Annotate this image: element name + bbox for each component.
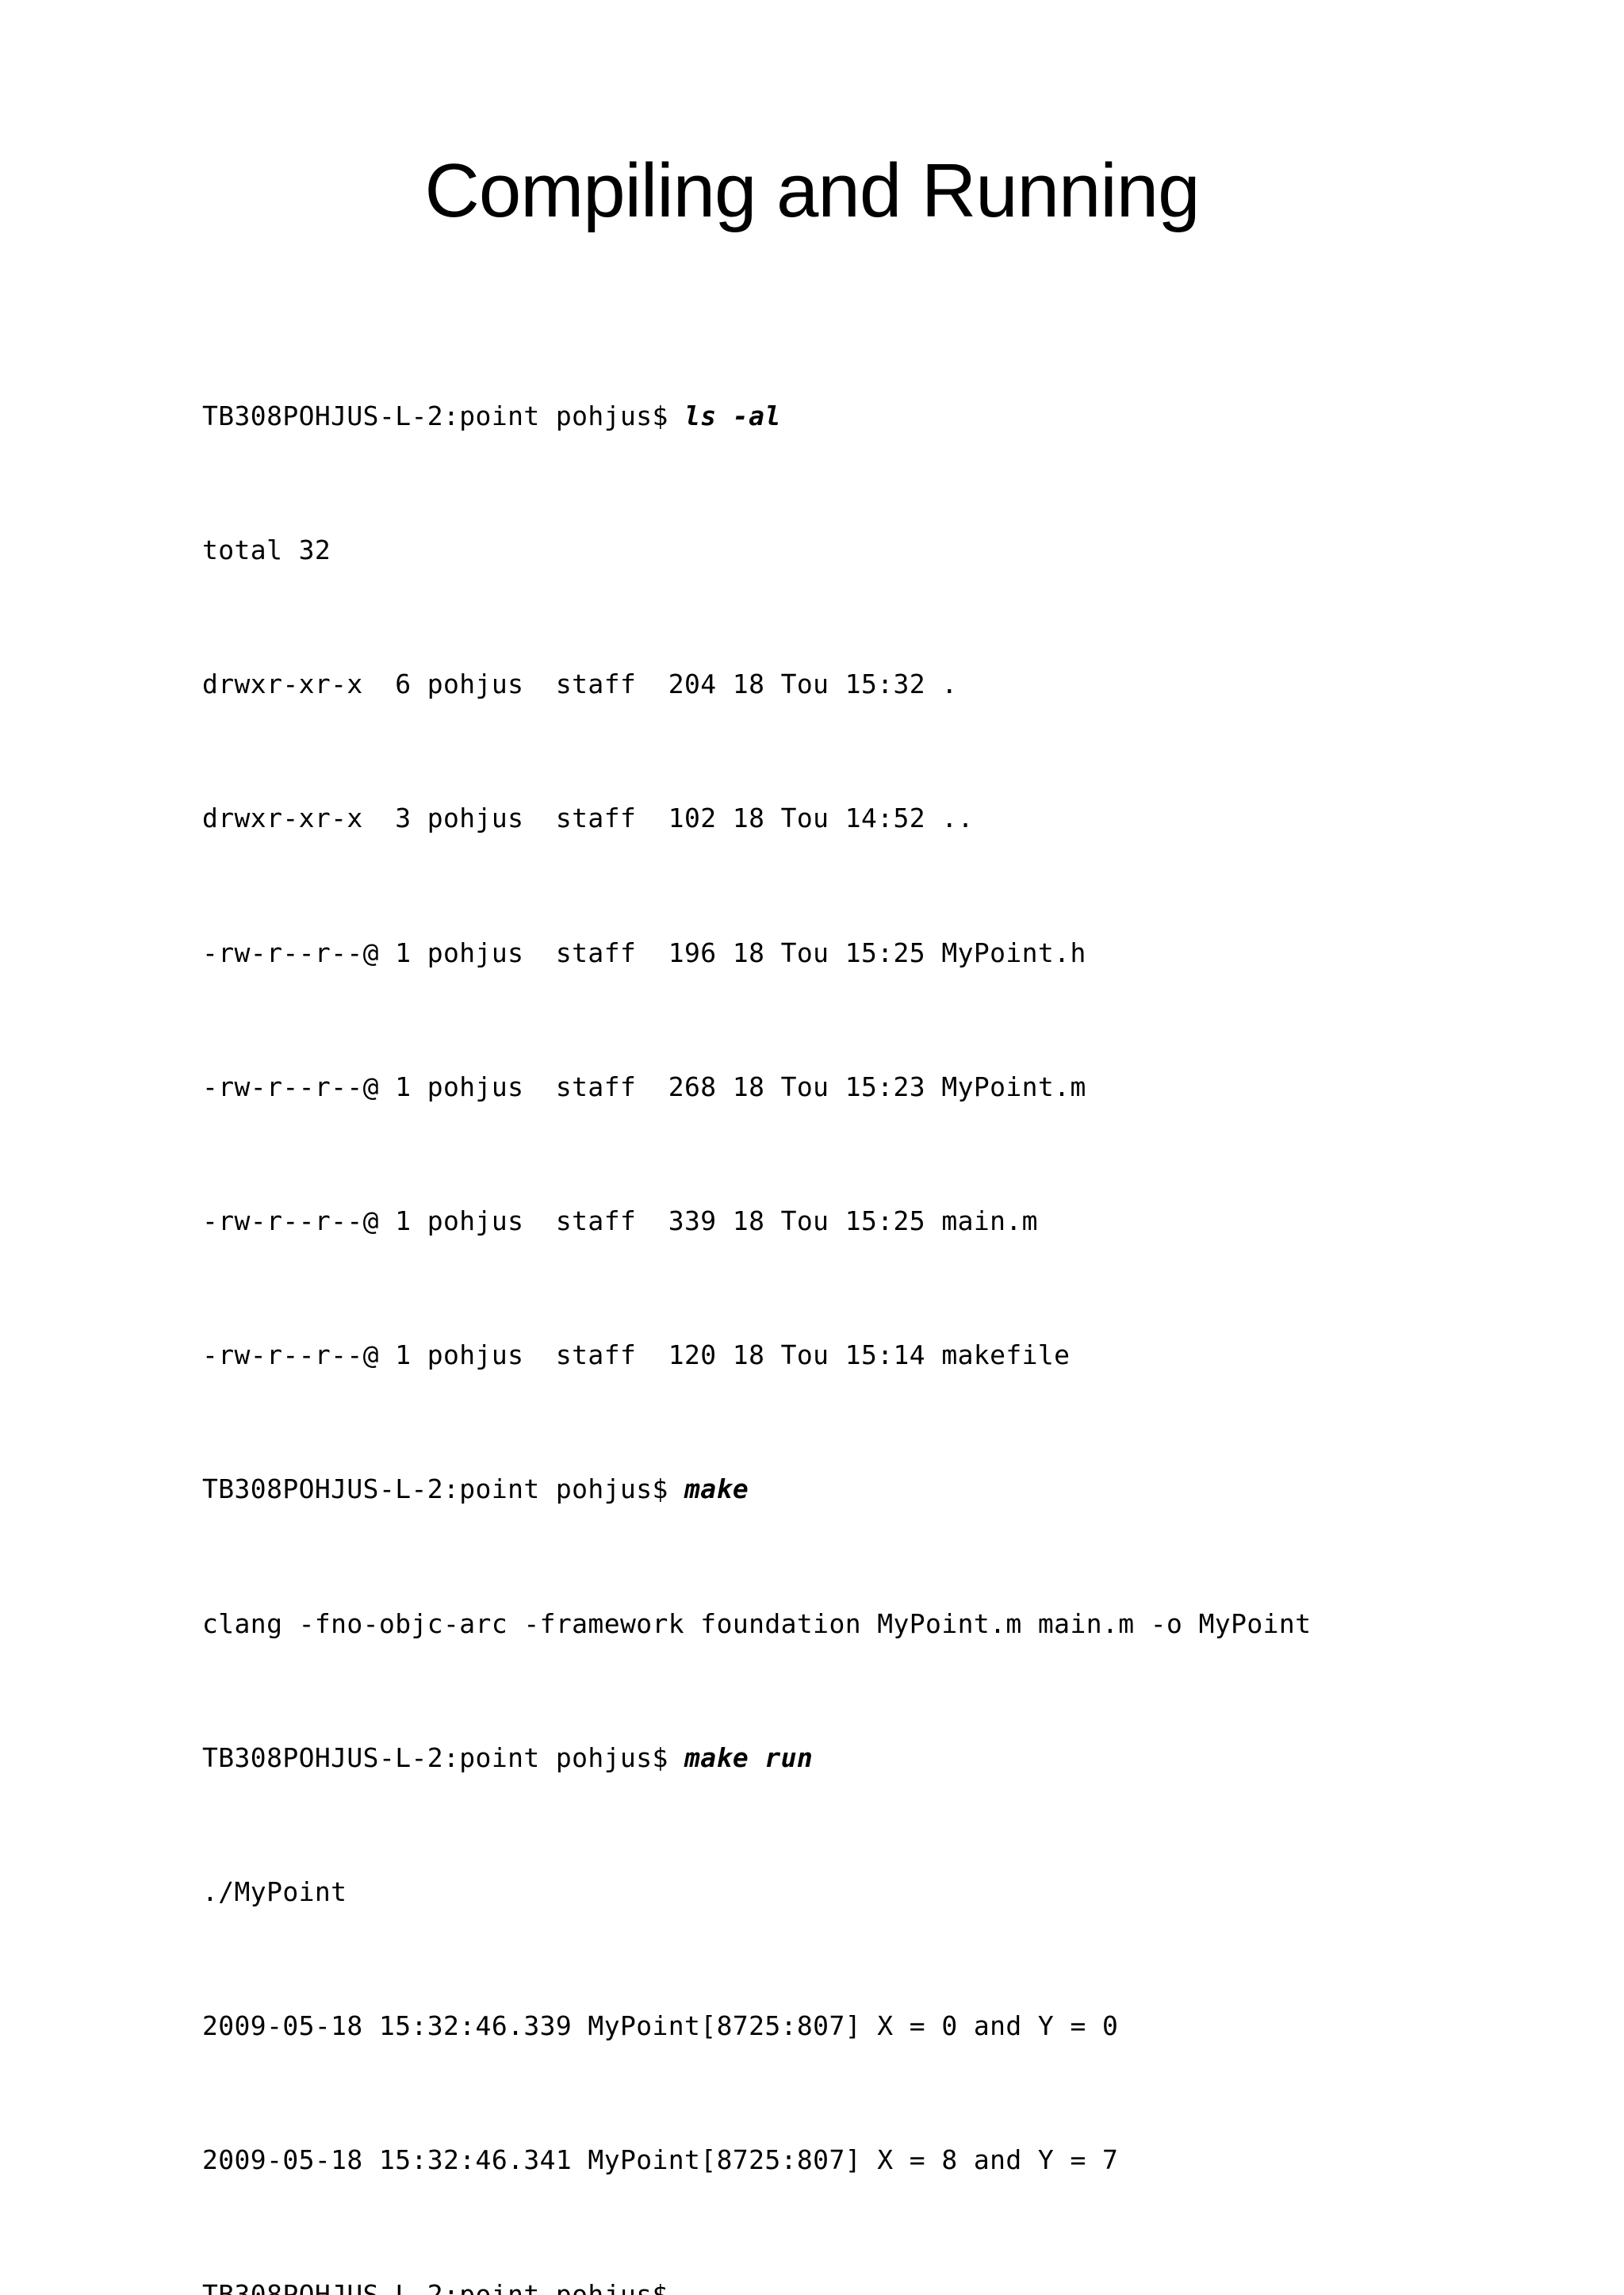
shell-prompt: TB308POHJUS-L-2:point pohjus$ <box>202 400 685 431</box>
terminal-line: TB308POHJUS-L-2:point pohjus$ ls -al <box>202 394 1550 439</box>
terminal-output: TB308POHJUS-L-2:point pohjus$ ls -al tot… <box>202 305 1550 2295</box>
output-text: total 32 <box>202 534 331 566</box>
terminal-line: TB308POHJUS-L-2:point pohjus$ <box>202 2273 1550 2295</box>
terminal-line: -rw-r--r--@ 1 pohjus staff 196 18 Tou 15… <box>202 931 1550 975</box>
shell-command: make <box>684 1473 749 1505</box>
terminal-line: -rw-r--r--@ 1 pohjus staff 339 18 Tou 15… <box>202 1199 1550 1243</box>
terminal-line: clang -fno-objc-arc -framework foundatio… <box>202 1602 1550 1646</box>
output-text: 2009-05-18 15:32:46.341 MyPoint[8725:807… <box>202 2144 1119 2176</box>
terminal-line: total 32 <box>202 528 1550 573</box>
terminal-line: drwxr-xr-x 3 pohjus staff 102 18 Tou 14:… <box>202 796 1550 841</box>
slide: Compiling and Running TB308POHJUS-L-2:po… <box>202 148 1312 2295</box>
output-text: -rw-r--r--@ 1 pohjus staff 196 18 Tou 15… <box>202 937 1086 968</box>
shell-prompt: TB308POHJUS-L-2:point pohjus$ <box>202 1741 685 1773</box>
terminal-line: TB308POHJUS-L-2:point pohjus$ make run <box>202 1736 1550 1780</box>
shell-prompt: TB308POHJUS-L-2:point pohjus$ <box>202 2278 668 2295</box>
slide-title: Compiling and Running <box>424 148 1201 233</box>
output-text: 2009-05-18 15:32:46.339 MyPoint[8725:807… <box>202 2010 1119 2042</box>
shell-command: make run <box>684 1741 814 1773</box>
output-text: -rw-r--r--@ 1 pohjus staff 120 18 Tou 15… <box>202 1339 1071 1371</box>
output-text: clang -fno-objc-arc -framework foundatio… <box>202 1607 1312 1639</box>
output-text: -rw-r--r--@ 1 pohjus staff 268 18 Tou 15… <box>202 1071 1086 1102</box>
terminal-line: drwxr-xr-x 6 pohjus staff 204 18 Tou 15:… <box>202 662 1550 707</box>
terminal-line: TB308POHJUS-L-2:point pohjus$ make <box>202 1467 1550 1511</box>
output-text: ./MyPoint <box>202 1876 347 1908</box>
terminal-line: -rw-r--r--@ 1 pohjus staff 268 18 Tou 15… <box>202 1065 1550 1109</box>
terminal-line: 2009-05-18 15:32:46.339 MyPoint[8725:807… <box>202 2004 1550 2048</box>
output-text: drwxr-xr-x 6 pohjus staff 204 18 Tou 15:… <box>202 669 958 700</box>
terminal-line: 2009-05-18 15:32:46.341 MyPoint[8725:807… <box>202 2138 1550 2182</box>
shell-command: ls -al <box>684 400 781 431</box>
output-text: -rw-r--r--@ 1 pohjus staff 339 18 Tou 15… <box>202 1205 1038 1237</box>
terminal-line: ./MyPoint <box>202 1870 1550 1914</box>
terminal-line: -rw-r--r--@ 1 pohjus staff 120 18 Tou 15… <box>202 1333 1550 1377</box>
shell-prompt: TB308POHJUS-L-2:point pohjus$ <box>202 1473 685 1505</box>
output-text: drwxr-xr-x 3 pohjus staff 102 18 Tou 14:… <box>202 803 974 834</box>
